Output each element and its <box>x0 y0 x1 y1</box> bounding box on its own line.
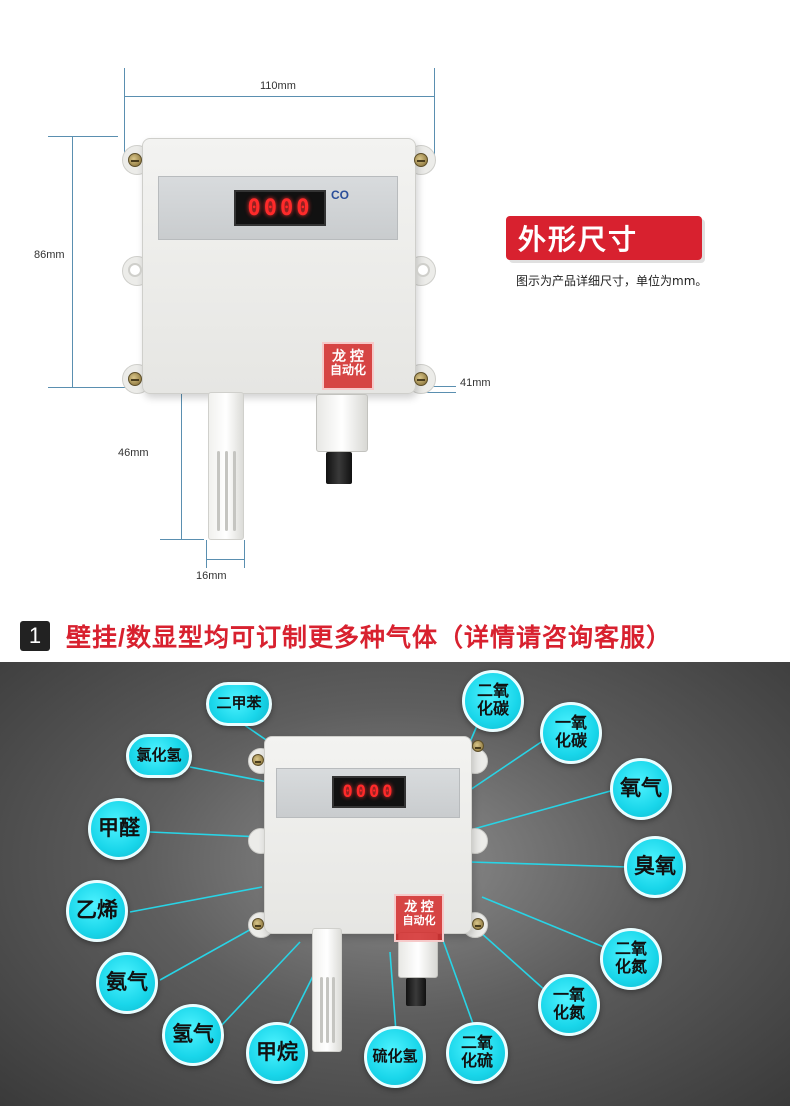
dim-line-46-v <box>181 382 182 539</box>
screw-icon <box>128 153 142 167</box>
connector-line <box>439 931 477 1033</box>
sensor-probe <box>208 392 244 540</box>
dim-line-41-b <box>420 392 456 393</box>
lcd-display: 0000 <box>234 190 326 226</box>
dim-line-110-left <box>124 68 125 156</box>
connector-line <box>149 831 263 838</box>
section-title: 壁挂/数显型均可订制更多种气体（详情请咨询客服） <box>66 624 672 652</box>
gas-bubble-no2: 二氧化氮 <box>600 928 662 990</box>
dim-line-110-right <box>434 68 435 156</box>
dim-line-16-h <box>206 559 244 560</box>
dim-line-86-top <box>48 136 118 137</box>
connector-line <box>469 789 615 831</box>
gas-bubble-h2s: 硫化氢 <box>364 1026 426 1088</box>
brand-seal-bottom: 龙 控 自动化 <box>394 894 444 942</box>
cable-gland <box>316 394 368 452</box>
gas-bubble-co2: 二氧化碳 <box>462 670 524 732</box>
mount-hole <box>128 263 142 277</box>
lcd-display-bottom: 0000 <box>332 776 406 808</box>
sensor-probe-bottom <box>312 928 342 1052</box>
cable <box>326 452 352 484</box>
screw-icon <box>414 372 428 386</box>
dim-line-16-left <box>206 540 207 568</box>
dim-height-total: 86mm <box>34 249 65 261</box>
gas-bubble-hydrogen: 氢气 <box>162 1004 224 1066</box>
screw-icon <box>472 918 484 930</box>
connector-line <box>129 886 263 913</box>
dim-probe-length: 46mm <box>118 447 149 459</box>
screw-icon <box>252 754 264 766</box>
screw-icon <box>128 372 142 386</box>
seal-line1: 龙 控 <box>332 348 364 364</box>
seal-line2: 自动化 <box>329 363 366 378</box>
dim-width-total: 110mm <box>260 80 296 92</box>
gas-bubble-methane: 甲烷 <box>246 1022 308 1084</box>
gas-bubble-hcl: 氯化氢 <box>126 734 192 778</box>
dim-probe-width: 16mm <box>196 570 227 582</box>
gas-bubble-so2: 二氧化硫 <box>446 1022 508 1084</box>
gas-bubble-co: 一氧化碳 <box>540 702 602 764</box>
connector-line <box>219 941 301 1028</box>
connector-line <box>481 896 617 953</box>
dim-depth: 41mm <box>460 377 491 389</box>
gas-bubble-oxygen: 氧气 <box>610 758 672 820</box>
connector-line <box>389 951 397 1033</box>
cable-bottom <box>406 978 426 1006</box>
mount-hole <box>416 263 430 277</box>
connector-line <box>189 766 269 783</box>
dim-line-16-right <box>244 540 245 568</box>
connector-line <box>159 926 256 981</box>
gas-label: CO <box>331 188 349 202</box>
section-number: 1 <box>20 621 50 651</box>
outline-badge: 外形尺寸 <box>506 216 702 260</box>
gas-bubble-ozone: 臭氧 <box>624 836 686 898</box>
gas-bubble-no: 一氧化氮 <box>538 974 600 1036</box>
screw-icon <box>472 740 484 752</box>
connector-line <box>469 861 629 868</box>
outline-note: 图示为产品详细尺寸，单位为mm。 <box>516 274 708 288</box>
gas-bubble-xylene: 二甲苯 <box>206 682 272 726</box>
gas-bubble-ethylene: 乙烯 <box>66 880 128 942</box>
dim-line-41 <box>420 386 456 387</box>
dim-line-46-bottom <box>160 539 204 540</box>
dim-line-110-h <box>124 96 434 97</box>
gas-bubble-formaldehyde: 甲醛 <box>88 798 150 860</box>
dimension-drawing: 110mm 99mm 105mm 86mm 41mm 46mm 16mm 000… <box>34 68 708 582</box>
brand-seal: 龙 控 自动化 <box>322 342 374 390</box>
seal-line2: 自动化 <box>402 914 436 927</box>
seal-line1: 龙 控 <box>404 899 434 914</box>
gas-options-panel: 0000 龙 控 自动化 二甲苯 氯化氢 甲醛 乙烯 氨气 氢气 甲烷 硫化氢 … <box>0 662 790 1106</box>
dim-line-86-v <box>72 136 73 388</box>
gas-bubble-ammonia: 氨气 <box>96 952 158 1014</box>
dim-line-86-bottom <box>48 387 138 388</box>
screw-icon <box>252 918 264 930</box>
screw-icon <box>414 153 428 167</box>
